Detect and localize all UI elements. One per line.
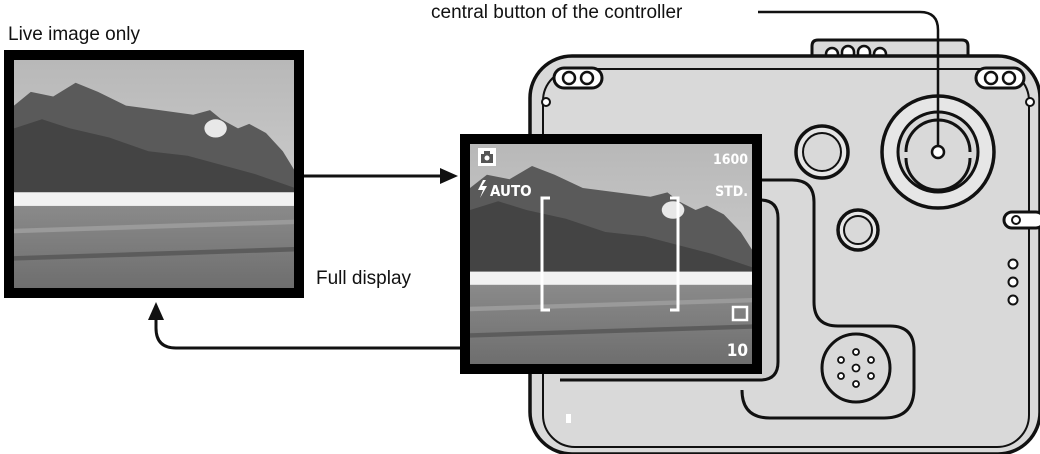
arrow-to-full-display [304, 168, 458, 184]
frame-counter-text: 10 [727, 341, 748, 361]
live-image-only-label: Live image only [8, 24, 141, 45]
live-image-screen [4, 50, 304, 298]
af-frame-right [670, 196, 680, 312]
quality-text: STD. [715, 184, 748, 200]
landscape-image [14, 60, 294, 288]
camera-mode-icon [478, 148, 496, 166]
flash-icon [478, 180, 487, 198]
strap-lug-left [552, 66, 604, 90]
speaker [820, 332, 892, 404]
arrow-to-live-image [148, 302, 460, 350]
strap-lug-right [974, 66, 1026, 90]
controller[interactable] [880, 94, 996, 210]
indicator-lamps [1007, 258, 1019, 306]
flash-mode-text: AUTO [490, 182, 532, 200]
controller-label: central button of the controller [431, 2, 683, 23]
controller-center-button[interactable] [930, 144, 946, 160]
image-size-text: 1600 [713, 152, 748, 168]
full-display-screen: AUTO 1600 STD. 10 [460, 134, 762, 374]
af-frame-left [540, 196, 550, 312]
landscape-image-full [470, 144, 752, 364]
full-display-label: Full display [316, 268, 412, 289]
controller-leader-line [758, 10, 940, 146]
drive-mode-icon [731, 305, 749, 322]
